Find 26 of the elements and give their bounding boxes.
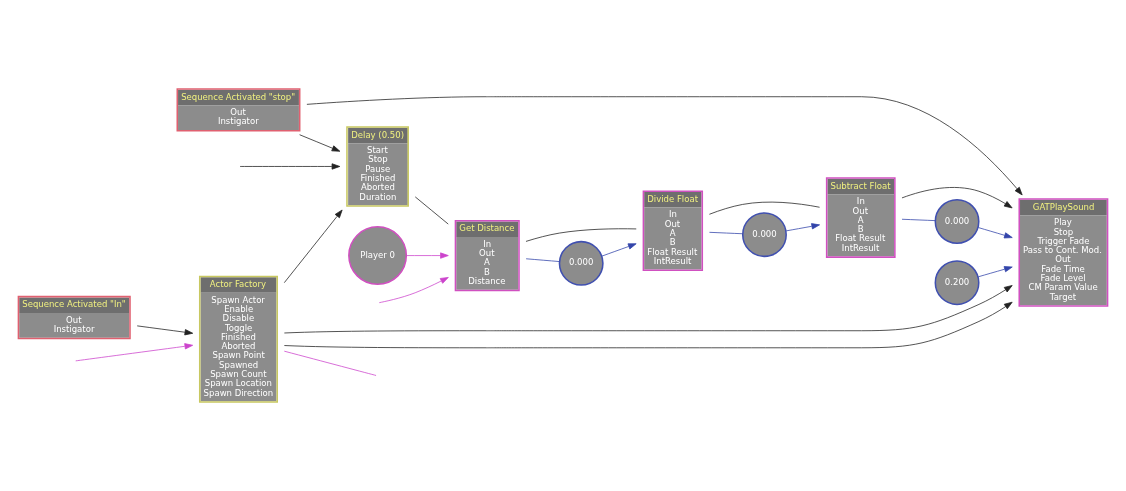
node-circle: 0.000 [741, 212, 787, 258]
arrow [283, 209, 343, 284]
arrow [239, 163, 341, 170]
arrow [977, 266, 1013, 278]
arrow [136, 325, 194, 336]
node-circle: 0.200 [934, 260, 980, 306]
arrow [299, 134, 341, 152]
arrow [284, 285, 1013, 334]
arrow [977, 227, 1013, 239]
arrow [284, 301, 1013, 349]
connector [525, 228, 637, 242]
arrow [406, 252, 449, 259]
arrow [601, 243, 637, 257]
connector [283, 350, 377, 376]
connector [414, 196, 449, 225]
arrow [901, 187, 1013, 209]
connector [709, 231, 743, 235]
arrow [75, 343, 194, 362]
connector [901, 218, 936, 221]
connector [525, 258, 560, 262]
arrow [378, 277, 449, 304]
node-circle: 0.000 [558, 240, 604, 286]
arrow [785, 223, 820, 232]
node-circle: Player 0 [348, 226, 408, 286]
node-circle: 0.000 [934, 199, 980, 244]
connector [709, 201, 820, 215]
